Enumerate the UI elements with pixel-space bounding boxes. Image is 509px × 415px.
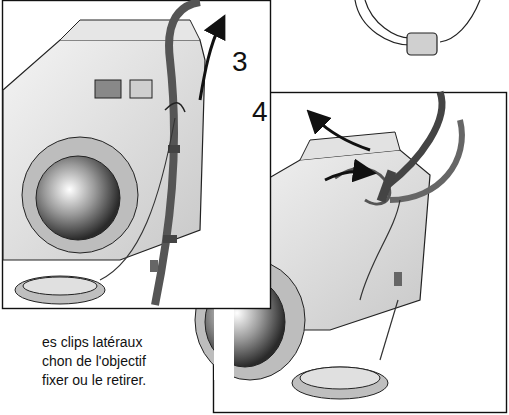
instruction-text: fixer ou le retirer. xyxy=(42,373,146,387)
instruction-text: chon de l'objectif xyxy=(42,354,146,368)
panel-step-3 xyxy=(3,1,271,309)
step-number: 3 xyxy=(232,48,248,76)
instruction-text: es clips latéraux xyxy=(42,335,142,349)
step-number: 4 xyxy=(252,98,268,126)
strap-fragment xyxy=(355,0,480,55)
